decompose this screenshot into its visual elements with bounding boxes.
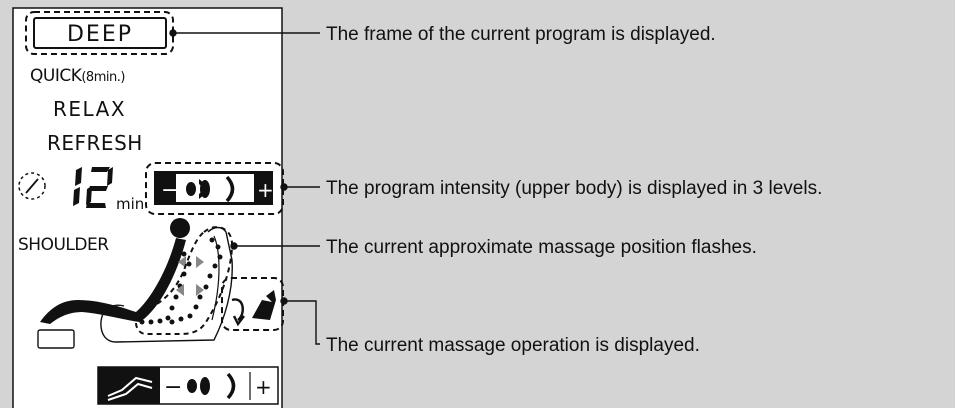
timer-digits: 12 [0, 0, 2, 1]
lcd-panel: DEEP QUICK(8min.) RELAX REFRESH 12 min [0, 0, 284, 408]
program-quick-suffix: (8min.) [81, 70, 125, 85]
callout-position: The current approximate massage position… [326, 237, 757, 258]
intensity-lower: − + [97, 366, 279, 405]
legs-icon [107, 376, 153, 401]
intensity-lower-level-1 [187, 379, 197, 393]
chair-back-inner [211, 235, 220, 321]
program-relax: RELAX [53, 97, 126, 121]
program-quick-label: QUICK [30, 66, 83, 86]
program-quick: QUICK(8min.) [30, 66, 125, 86]
person-body [40, 238, 186, 324]
program-deep-frame [33, 17, 167, 49]
timer-unit: min [116, 195, 144, 213]
program-refresh: REFRESH [47, 131, 143, 155]
callout-operation: The current massage operation is display… [326, 335, 700, 356]
hand-icon [252, 290, 276, 320]
intensity-level-1 [186, 182, 196, 196]
timer-display: 12 min [0, 0, 144, 213]
intensity-lower-plus: + [255, 375, 272, 399]
program-deep: DEEP [33, 17, 167, 49]
program-deep-label: DEEP [67, 22, 133, 47]
intensity-level-3 [225, 175, 235, 203]
position-arrows [176, 256, 204, 296]
footrest [37, 329, 75, 349]
intensity-upper-plus: + [257, 178, 274, 202]
intensity-level-2b [200, 180, 210, 198]
program-frame-highlight [25, 11, 174, 55]
position-dots [139, 237, 223, 325]
callout-program-frame: The frame of the current program is disp… [326, 24, 716, 45]
timer-icon [18, 172, 46, 200]
intensity-lower-minus: − [164, 375, 182, 400]
intensity-lower-level-3 [226, 372, 236, 400]
intensity-lower-level-2 [200, 377, 210, 395]
callout-intensity: The program intensity (upper body) is di… [326, 178, 822, 199]
intensity-upper: − + [154, 171, 274, 205]
kneading-icon [231, 298, 245, 327]
operation-icons [231, 290, 276, 327]
intensity-upper-minus: − [161, 178, 179, 203]
legs-icon-box [98, 367, 160, 404]
leader-lines [169, 29, 320, 345]
area-label: SHOULDER [18, 235, 109, 255]
person-head [170, 218, 190, 238]
